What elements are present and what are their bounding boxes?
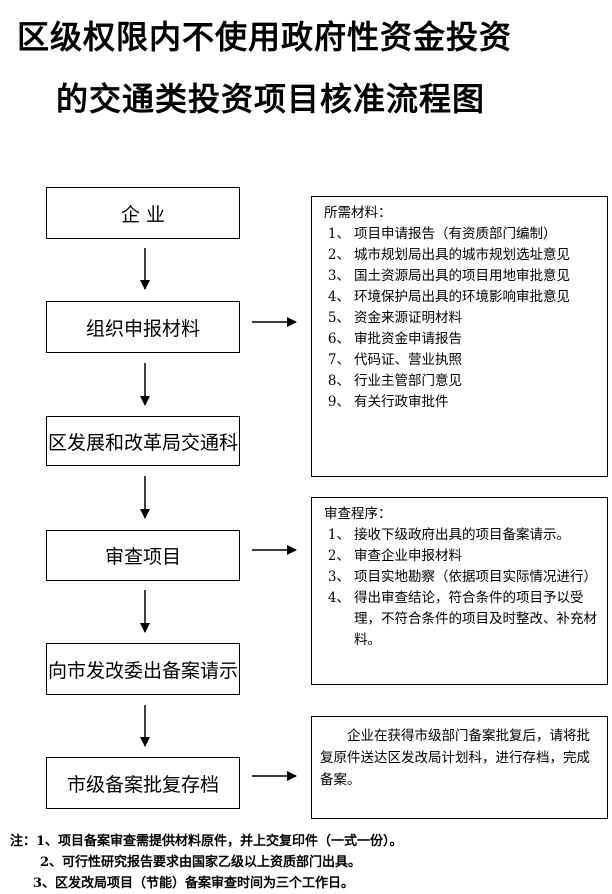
materials-item: 1、项目申请报告（有资质部门编制） <box>327 226 557 242</box>
page-title-line-2: 的交通类投资项目核准流程图 <box>56 80 486 118</box>
materials-item: 4、环境保护局出具的环境影响审批意见 <box>327 289 570 305</box>
step-filing-request: 向市发改委出备案请示 <box>46 643 240 695</box>
materials-heading: 所需材料： <box>324 205 392 221</box>
review-item: 4、得出审查结论，符合条件的项目予以受理，不符合条件的项目及时整改、补充材料。 <box>327 590 597 648</box>
materials-item: 8、行业主管部门意见 <box>327 373 462 389</box>
review-box: 审查程序： 1、接收下级政府出具的项目备案请示。 2、审查企业申报材料 3、项目… <box>311 497 608 685</box>
materials-item: 7、代码证、营业执照 <box>327 352 462 368</box>
step-transport-section: 区发展和改革局交通科 <box>46 416 240 466</box>
page-title-line-1: 区级权限内不使用政府性资金投资 <box>17 18 513 56</box>
materials-item: 3、国土资源局出具的项目用地审批意见 <box>327 268 570 284</box>
materials-item: 6、审批资金申请报告 <box>327 331 462 347</box>
materials-item: 5、资金来源证明材料 <box>327 310 462 326</box>
review-item: 3、项目实地勘察（依据项目实际情况进行） <box>327 569 597 585</box>
footnote-2: 2、可行性研究报告要求由国家乙级以上资质部门出具。 <box>40 855 362 870</box>
materials-item: 9、有关行政审批件 <box>327 394 449 410</box>
archive-text: 企业在获得市级部门备案批复后，请将批复原件送达区发改局计划科，进行存档，完成备案… <box>320 728 590 788</box>
step-review-project: 审查项目 <box>46 530 240 581</box>
materials-item: 2、城市规划局出具的城市规划选址意见 <box>327 247 570 263</box>
step-approval-archive: 市级备案批复存档 <box>46 757 240 809</box>
step-enterprise: 企 业 <box>46 187 240 239</box>
review-heading: 审查程序： <box>324 506 392 522</box>
archive-box: 企业在获得市级部门备案批复后，请将批复原件送达区发改局计划科，进行存档，完成备案… <box>311 716 608 819</box>
step-prepare-materials: 组织申报材料 <box>46 301 240 353</box>
footnote-1: 注：1、项目备案审查需提供材料原件，并上交复印件（一式一份）。 <box>10 834 403 849</box>
review-item: 1、接收下级政府出具的项目备案请示。 <box>327 527 570 543</box>
materials-box: 所需材料： 1、项目申请报告（有资质部门编制） 2、城市规划局出具的城市规划选址… <box>311 196 608 477</box>
review-item: 2、审查企业申报材料 <box>327 548 462 564</box>
footnote-3: 3、区发改局项目（节能）备案审查时间为三个工作日。 <box>33 876 355 891</box>
